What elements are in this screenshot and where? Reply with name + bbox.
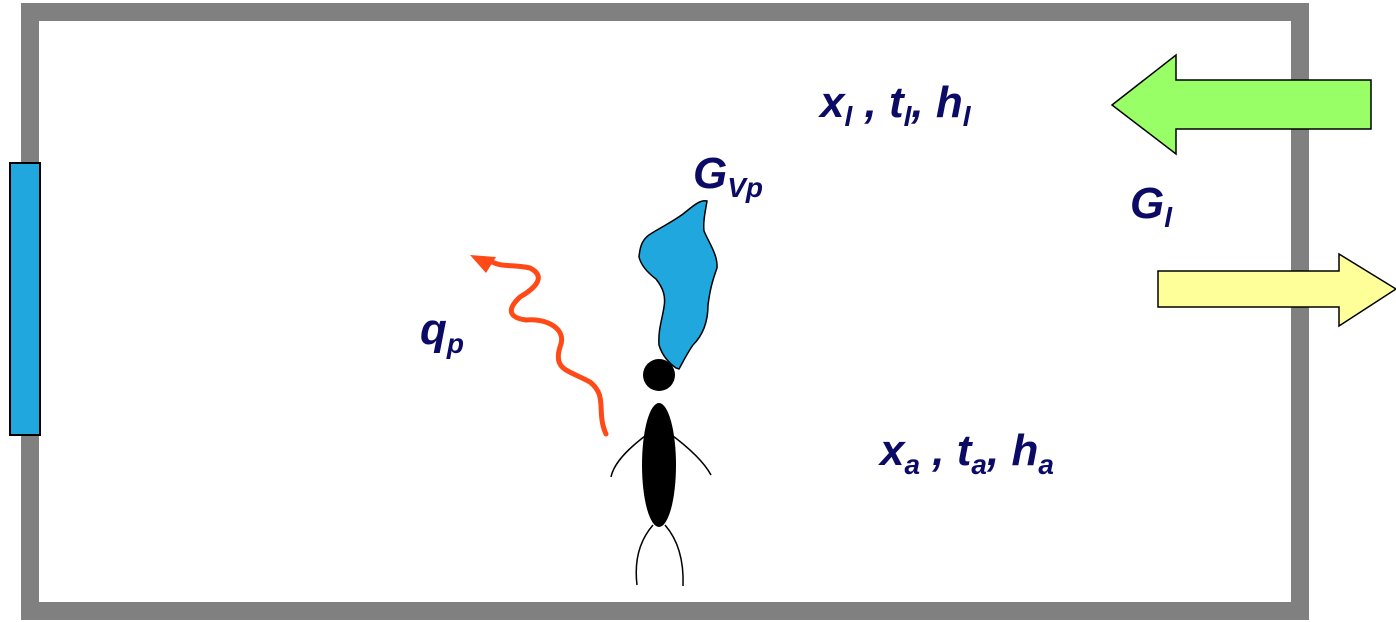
person-left-leg bbox=[635, 524, 654, 586]
person-right-leg bbox=[664, 524, 684, 587]
vapor-gain-main: G bbox=[693, 149, 727, 198]
room-h-sub: a bbox=[1038, 449, 1054, 480]
person-right-arm bbox=[668, 432, 712, 476]
inlet-conditions-label: xl , tl, hl bbox=[818, 78, 972, 132]
inflow-arrow-icon bbox=[1110, 53, 1372, 156]
air-flow-sub: l bbox=[1164, 202, 1173, 233]
room-sep-2: , bbox=[986, 426, 1011, 475]
room-x-sub: a bbox=[904, 449, 920, 480]
heat-arrowhead-icon bbox=[470, 255, 496, 273]
inlet-x-sub: l bbox=[844, 101, 853, 132]
inlet-t-sub: l bbox=[904, 101, 913, 132]
outflow-arrow-icon bbox=[1157, 252, 1396, 328]
air-flow-main: G bbox=[1130, 179, 1164, 228]
heat-gain-label: qp bbox=[420, 305, 464, 359]
inlet-t: t bbox=[889, 78, 906, 127]
room-sep-1: , bbox=[920, 426, 957, 475]
inlet-h: h bbox=[936, 78, 963, 127]
vapor-gain-label: GVp bbox=[693, 149, 763, 203]
person-body bbox=[642, 403, 676, 527]
heat-gain-main: q bbox=[420, 305, 447, 354]
room-t-sub: a bbox=[971, 449, 987, 480]
person-head bbox=[643, 359, 675, 391]
person-left-arm bbox=[610, 432, 650, 478]
vapor-plume-icon bbox=[638, 199, 718, 370]
inlet-sep-2: , bbox=[910, 78, 935, 127]
room-t: t bbox=[957, 426, 974, 475]
inlet-x: x bbox=[818, 78, 846, 127]
heat-wave-arrow-icon bbox=[486, 257, 609, 437]
heat-gain-sub: p bbox=[446, 328, 464, 359]
person-figure bbox=[610, 359, 712, 587]
room-h: h bbox=[1011, 426, 1038, 475]
room-air-conditions-label: xa , ta, ha bbox=[878, 426, 1054, 480]
inlet-h-sub: l bbox=[963, 101, 972, 132]
window-pane bbox=[9, 162, 41, 436]
vapor-gain-sub: Vp bbox=[727, 172, 763, 203]
air-flow-label: Gl bbox=[1130, 179, 1173, 233]
inlet-sep-1: , bbox=[852, 78, 889, 127]
room-x: x bbox=[878, 426, 906, 475]
